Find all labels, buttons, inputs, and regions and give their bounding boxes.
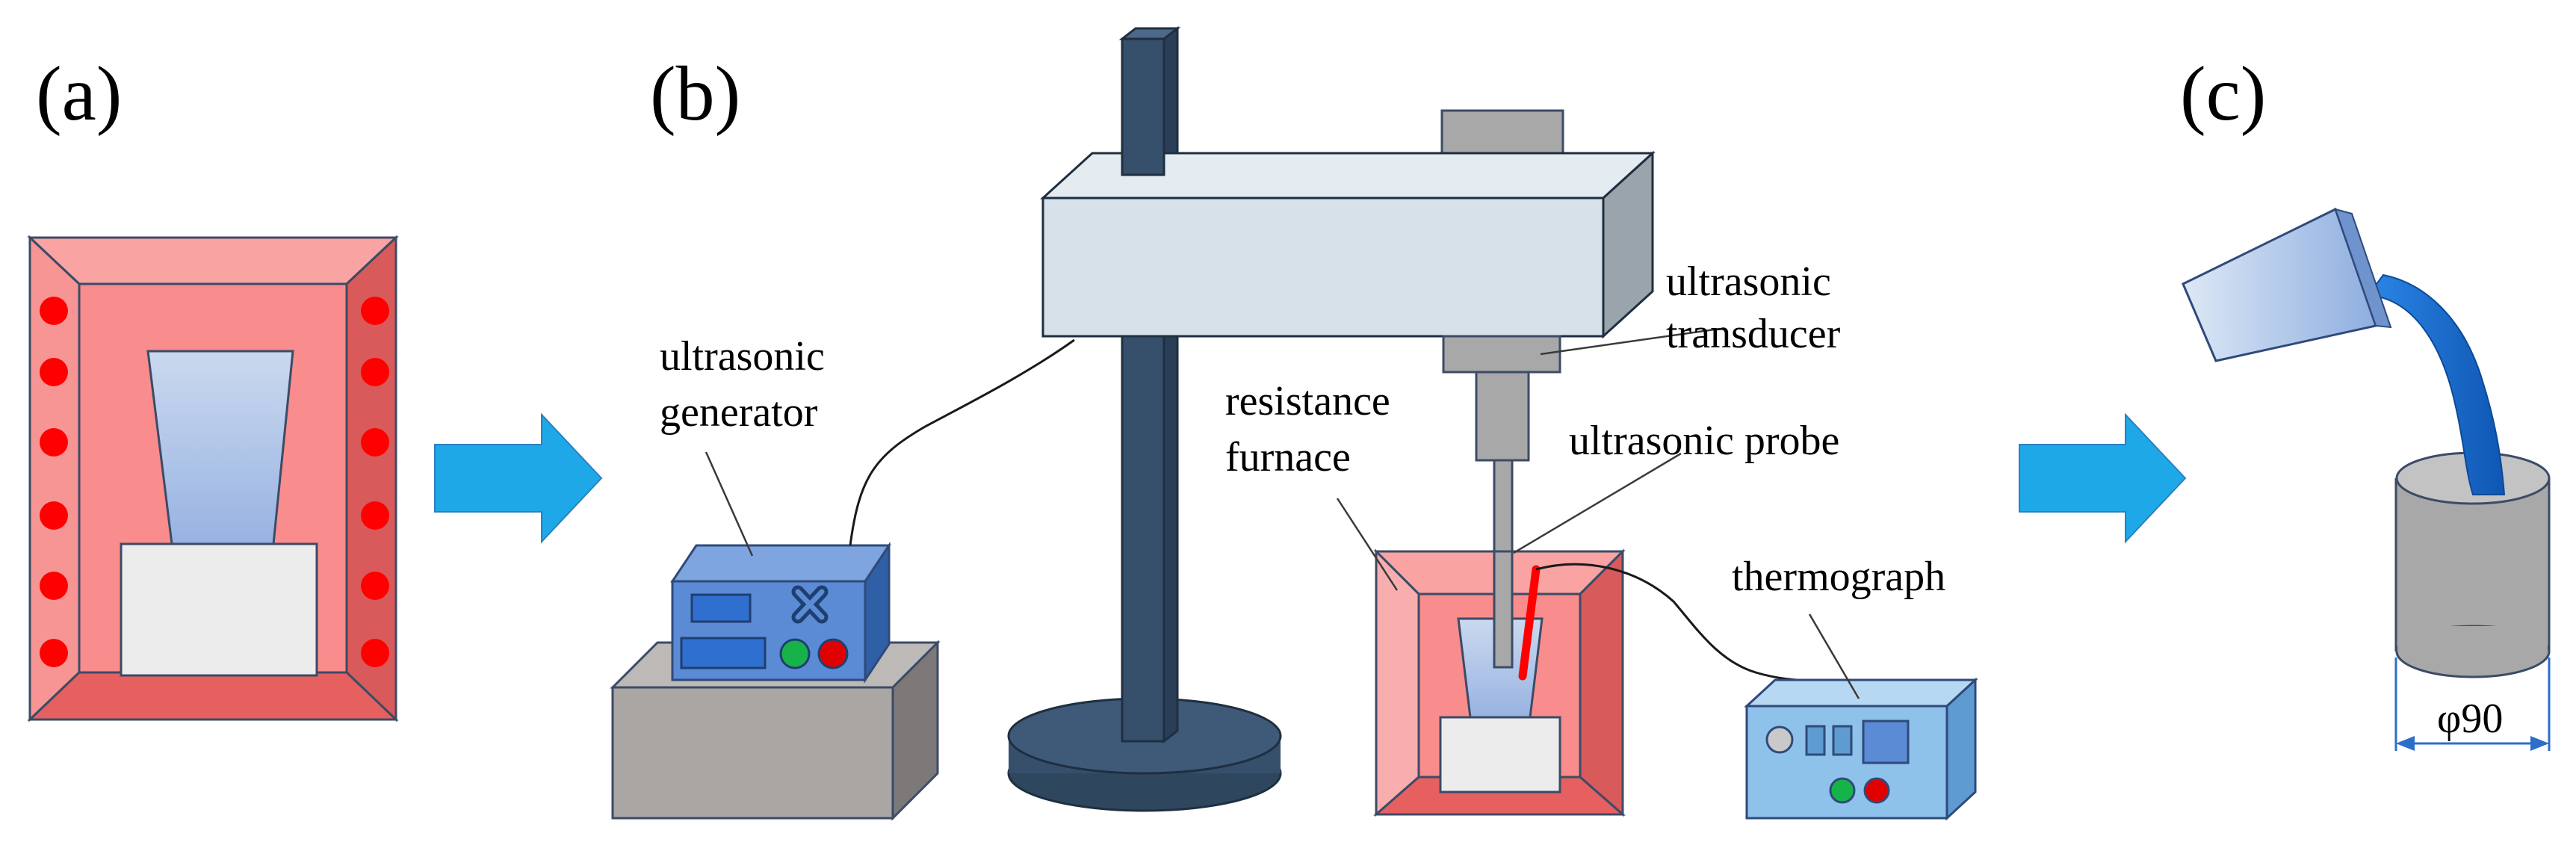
generator-red-button <box>817 638 849 669</box>
ultrasonic-transducer <box>1442 335 1561 462</box>
generator-green-button <box>779 638 811 669</box>
panel-a-label: (a) <box>36 51 122 137</box>
generator-label-line1: ultrasonic <box>660 333 825 380</box>
base-block-b <box>1439 716 1561 793</box>
transducer-label-line2: transducer <box>1666 311 1841 357</box>
leader-lines <box>705 327 1860 699</box>
arrow-b-to-c <box>2019 412 2187 544</box>
stand-upper-column <box>1121 37 1165 176</box>
melt-stream <box>2367 273 2506 495</box>
heater-dots-right <box>361 297 389 667</box>
thermograph-green-button <box>1829 777 1856 804</box>
heater-dots-left <box>40 297 68 667</box>
panel-c-label: (c) <box>2180 51 2266 137</box>
thermograph-red-button <box>1863 777 1890 804</box>
pouring-cup-rim <box>2334 208 2392 329</box>
diameter-dimension <box>2394 658 2551 751</box>
ultrasonic-generator <box>670 542 891 684</box>
thermograph-label: thermograph <box>1732 554 1945 600</box>
generator-label-line2: generator <box>660 389 818 436</box>
furnace-label-line1: resistance <box>1225 378 1390 424</box>
thermocouple <box>1518 565 1541 681</box>
transducer-label-line1: ultrasonic <box>1666 259 1831 305</box>
furnace-label-line2: furnace <box>1225 434 1351 480</box>
probe-label: ultrasonic probe <box>1569 418 1839 464</box>
generator-x-icon <box>791 585 829 624</box>
arrow-a-to-b <box>434 412 603 544</box>
generator-cable <box>849 338 1075 546</box>
cylindrical-mold <box>2394 451 2551 678</box>
horizontal-beam <box>1040 150 1656 339</box>
diameter-label: φ90 <box>2437 696 2503 742</box>
crucible-a <box>146 350 294 545</box>
thermograph <box>1744 677 1978 821</box>
base-block-a <box>120 542 318 677</box>
panel-b-label: (b) <box>650 51 740 137</box>
probe-tip <box>1493 550 1514 669</box>
